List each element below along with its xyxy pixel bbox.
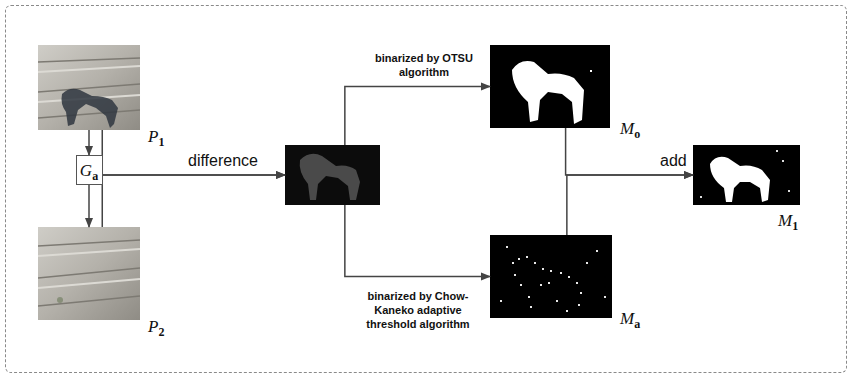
image-node: [285, 145, 380, 205]
symbol-label: P1: [148, 128, 164, 145]
difference-image: [285, 145, 380, 205]
edge-label: binarized by Chow-Kaneko adaptive thresh…: [356, 290, 480, 331]
photo-node: P2: [38, 227, 140, 320]
image-node: M1: [693, 145, 800, 205]
image-node: Ma: [490, 235, 612, 318]
connector-arrow: [345, 205, 490, 277]
photo-node: P1: [38, 45, 140, 130]
symbol-label: Ga: [80, 162, 98, 179]
symbol-label: P2: [148, 318, 164, 335]
edge-label: add: [658, 152, 689, 170]
combined-mask-image: [693, 145, 800, 205]
otsu-mask-image: [490, 45, 610, 128]
image-node: Mo: [490, 45, 610, 128]
photo-p1: [38, 45, 140, 130]
adaptive-mask-image: [490, 235, 612, 318]
process-box: Ga: [76, 155, 103, 185]
connector-arrow: [88, 130, 90, 155]
edge-label: binarized by OTSU algorithm: [370, 52, 478, 80]
connector-arrow: [102, 175, 285, 227]
connector-arrow: [102, 130, 285, 175]
symbol-label: M1: [778, 212, 798, 229]
symbol-label: Ma: [620, 310, 640, 327]
photo-p2: [38, 227, 140, 320]
connector-arrow: [567, 175, 693, 235]
connector-arrow: [345, 87, 490, 146]
connector-arrow: [88, 185, 90, 227]
symbol-label: Mo: [620, 120, 640, 137]
edge-label: difference: [186, 152, 260, 170]
